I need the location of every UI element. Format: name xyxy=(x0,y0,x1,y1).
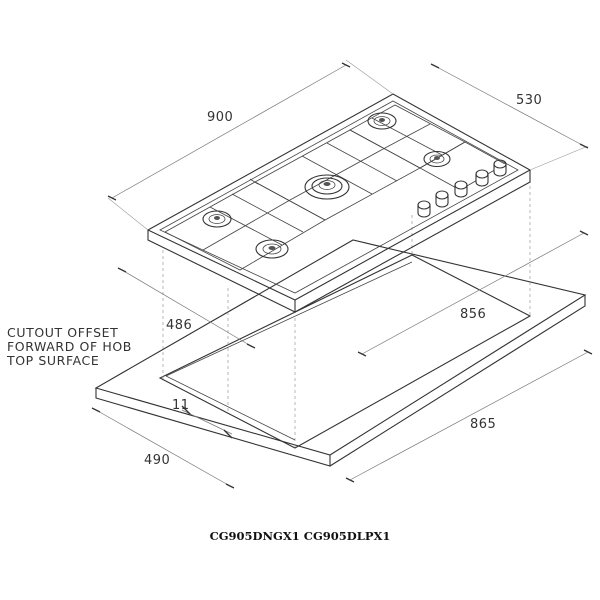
control-knobs xyxy=(417,159,507,218)
note-line-1: CUTOUT OFFSET xyxy=(7,325,118,340)
pan-supports xyxy=(164,104,506,271)
cutout xyxy=(158,254,532,449)
cutout-offset-note: CUTOUT OFFSET FORWARD OF HOB TOP SURFACE xyxy=(6,325,132,368)
dim-865-label: 865 xyxy=(470,417,496,432)
dimension-lines xyxy=(91,59,593,489)
burners xyxy=(202,112,451,259)
burner-front-left xyxy=(202,210,232,228)
dim-530-label: 530 xyxy=(516,93,542,108)
knob-5 xyxy=(493,159,507,177)
note-line-3: TOP SURFACE xyxy=(6,353,99,368)
knob-2 xyxy=(435,190,449,208)
dim-900-label: 900 xyxy=(207,110,233,125)
benchtop xyxy=(94,239,587,467)
knob-3 xyxy=(454,180,468,198)
model-caption: CG905DNGX1 CG905DLPX1 xyxy=(210,529,391,543)
dim-856-label: 856 xyxy=(460,307,486,322)
burner-front-centre xyxy=(255,239,289,259)
knob-4 xyxy=(475,169,489,187)
dim-486-label: 486 xyxy=(166,318,192,333)
dim-11-label: 11 xyxy=(172,398,190,413)
hob xyxy=(146,93,532,313)
dim-490-label: 490 xyxy=(144,453,170,468)
burner-rear-centre xyxy=(367,112,397,130)
burner-right xyxy=(423,150,451,168)
note-line-2: FORWARD OF HOB xyxy=(7,339,132,354)
knob-1 xyxy=(417,200,431,218)
burner-wok xyxy=(304,174,350,200)
